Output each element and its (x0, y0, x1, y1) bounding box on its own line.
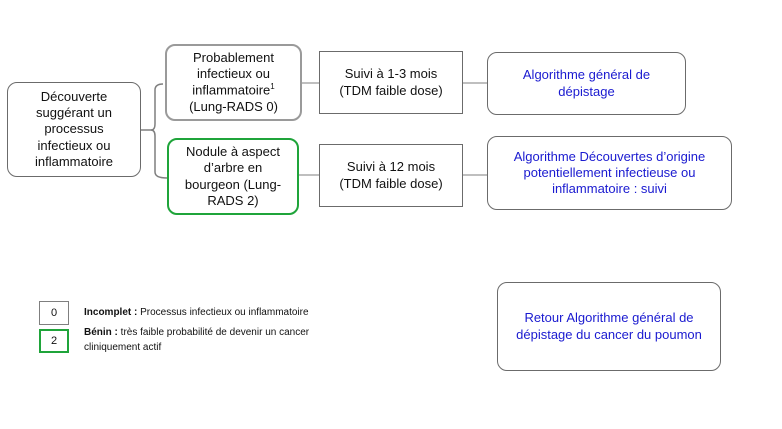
link-infectious-followup-algorithm[interactable]: Algorithme Découvertes d’origine potenti… (487, 136, 732, 210)
legend-text-incomplete: Processus infectieux ou inflammatoire (140, 307, 309, 318)
followup-box-12-months: Suivi à 12 mois (TDM faible dose) (319, 144, 463, 207)
followup-text-1-3-months: Suivi à 1-3 mois (TDM faible dose) (339, 66, 443, 98)
category-text-main: Probablement infectieux ou inflammatoire (192, 49, 274, 98)
link-general-algorithm[interactable]: Algorithme général de dépistage (487, 52, 686, 115)
origin-box: Découverte suggérant un processus infect… (7, 82, 141, 177)
category-lung-rads-label: (Lung-RADS 0) (189, 98, 278, 114)
followup-text-12-months: Suivi à 12 mois (TDM faible dose) (339, 159, 443, 191)
legend-label-benign: Bénin : (84, 327, 118, 338)
footnote-marker: 1 (270, 82, 275, 92)
return-link-box[interactable]: Retour Algorithme général de dépistage d… (497, 282, 721, 371)
legend-key-0: 0 (39, 301, 69, 325)
category-box-lung-rads-2: Nodule à aspect d’arbre en bourgeon (Lun… (167, 138, 299, 215)
legend-item-incomplete: Incomplet : Processus infectieux ou infl… (84, 306, 354, 321)
legend-key-2-text: 2 (50, 335, 58, 347)
legend-key-0-text: 0 (50, 307, 58, 319)
link-infectious-followup-text: Algorithme Découvertes d’origine potenti… (513, 148, 706, 197)
category-box-lung-rads-0: Probablement infectieux ou inflammatoire… (165, 44, 302, 121)
legend-key-2: 2 (39, 329, 69, 353)
legend-text-benign: très faible probabilité de devenir un ca… (84, 327, 310, 353)
link-general-algorithm-text: Algorithme général de dépistage (522, 67, 651, 99)
return-link-text: Retour Algorithme général de dépistage d… (516, 310, 702, 342)
legend-item-benign: Bénin : très faible probabilité de deven… (84, 326, 344, 355)
category-text-lung-rads-2: Nodule à aspect d’arbre en bourgeon (Lun… (184, 144, 282, 208)
legend-label-incomplete: Incomplet : (84, 307, 138, 318)
category-text-lung-rads-0: Probablement infectieux ou inflammatoire… (175, 50, 292, 115)
followup-box-1-3-months: Suivi à 1-3 mois (TDM faible dose) (319, 51, 463, 114)
origin-text: Découverte suggérant un processus infect… (34, 88, 114, 169)
